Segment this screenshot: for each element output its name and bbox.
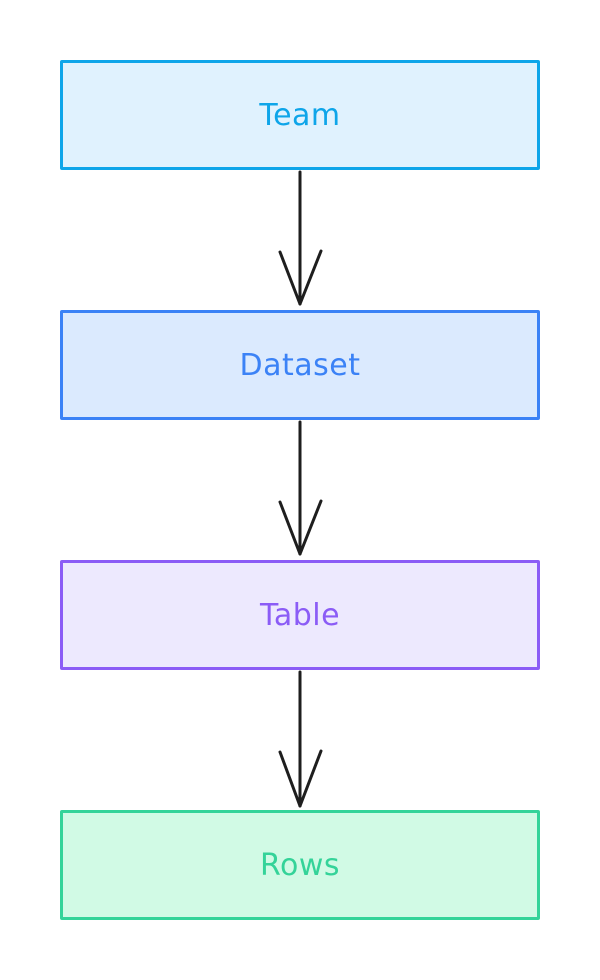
node-rows-label: Rows [259,847,341,883]
arrow-team-to-dataset [278,170,323,306]
arrow-dataset-to-table [278,420,323,556]
node-dataset[interactable]: Dataset [60,310,540,420]
node-team[interactable]: Team [60,60,540,170]
node-table-label: Table [259,597,341,633]
node-table[interactable]: Table [60,560,540,670]
node-team-label: Team [259,97,341,133]
node-rows[interactable]: Rows [60,810,540,920]
arrow-table-to-rows [278,670,323,808]
node-dataset-label: Dataset [239,347,361,383]
